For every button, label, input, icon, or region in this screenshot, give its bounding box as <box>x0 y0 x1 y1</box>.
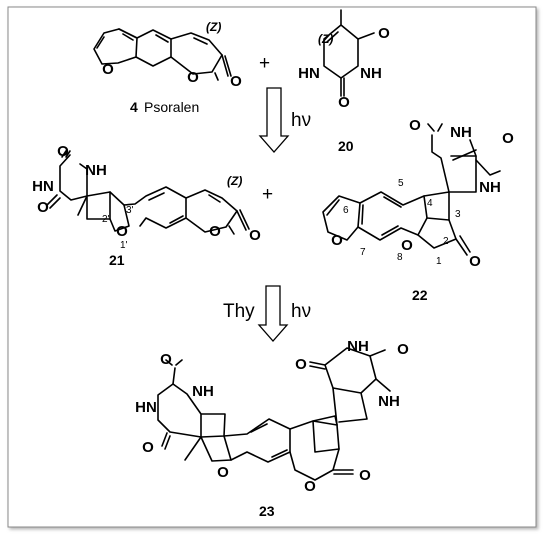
compound-22-number: 22 <box>412 287 428 303</box>
diadduct-23-o-right: O <box>397 341 409 358</box>
arrow-2-reagent: Thy <box>223 301 255 322</box>
thymine-structure: O NH HN O (Z) <box>298 9 390 111</box>
adduct-21-pos-1p: 1' <box>120 240 128 251</box>
diadduct-23-nh-left: NH <box>192 383 214 400</box>
adduct-21-o-left: O <box>37 199 49 216</box>
plus-sign: + <box>259 53 270 74</box>
compound-20-number: 20 <box>338 138 354 154</box>
arrow-down-1 <box>258 87 290 153</box>
compound-4-name: Psoralen <box>144 99 199 115</box>
adduct-21-structure: O NH HN O O O O 3' 2' 1' (Z) <box>32 143 261 251</box>
thymine-z-label: (Z) <box>318 32 333 46</box>
adduct-22-ring-o: O <box>401 237 413 254</box>
diadduct-23-hn-left: HN <box>135 399 157 416</box>
adduct-21-pos-3p: 3' <box>126 205 134 216</box>
compound-23-number: 23 <box>259 503 275 519</box>
diadduct-23-nh-top: NH <box>347 338 369 355</box>
adduct-21-carbonyl-o: O <box>249 227 261 244</box>
adduct-21-hn: HN <box>32 178 54 195</box>
psoralen-z-label: (Z) <box>206 20 221 34</box>
psoralen-carbonyl-o: O <box>230 73 242 90</box>
diadduct-23-carbonyl-o: O <box>359 467 371 484</box>
adduct-21-ring-o: O <box>209 223 221 240</box>
arrow-1-condition: hν <box>291 110 311 131</box>
diadduct-23-o-topright: O <box>295 356 307 373</box>
arrow-2-condition: hν <box>291 301 311 322</box>
adduct-21-nh: NH <box>85 162 107 179</box>
thymine-n1: HN <box>298 65 320 82</box>
figure-border <box>7 6 537 528</box>
arrow-down-2 <box>257 285 289 342</box>
diadduct-23-structure: O NH HN O O O O O NH O NH <box>135 338 409 495</box>
adduct-22-nh-top: NH <box>450 124 472 141</box>
adduct-22-o-top: O <box>409 117 421 134</box>
thymine-n3: NH <box>360 65 382 82</box>
adduct-22-pos-2: 2 <box>443 236 449 247</box>
adduct-22-o-right: O <box>502 130 514 147</box>
diadduct-23-ring-o: O <box>304 478 316 495</box>
thymine-o2: O <box>338 94 350 111</box>
diadduct-23-o-topleft: O <box>160 351 172 368</box>
diadduct-23-furan-o: O <box>217 464 229 481</box>
diadduct-23-o-left: O <box>142 439 154 456</box>
psoralen-furan-o: O <box>102 61 114 78</box>
adduct-21-o-top: O <box>57 143 69 160</box>
adduct-22-pos-1: 1 <box>436 256 442 267</box>
psoralen-ring-o: O <box>187 69 199 86</box>
adduct-22-pos-4: 4 <box>427 198 433 209</box>
adduct-22-structure: O NH O NH O O O 5 6 7 8 4 3 2 1 <box>322 117 514 270</box>
thymine-o4: O <box>378 25 390 42</box>
compound-21-number: 21 <box>109 252 125 268</box>
adduct-22-pos-3: 3 <box>455 209 461 220</box>
diadduct-23-nh-right: NH <box>378 393 400 410</box>
compound-4-number: 4 <box>130 99 138 115</box>
adduct-22-carbonyl-o: O <box>469 253 481 270</box>
adduct-21-furan-o: O <box>116 223 128 240</box>
adduct-21-z-label: (Z) <box>227 174 242 188</box>
adduct-22-pos-5: 5 <box>398 178 404 189</box>
adduct-22-pos-7: 7 <box>360 247 366 258</box>
adduct-21-pos-2p: 2' <box>102 214 110 225</box>
adduct-22-pos-6: 6 <box>343 205 349 216</box>
adduct-22-nh-right: NH <box>479 179 501 196</box>
adduct-22-furan-o: O <box>331 232 343 249</box>
plus-sign-2: + <box>262 184 273 205</box>
adduct-22-pos-8: 8 <box>397 252 403 263</box>
psoralen-structure: O O O (Z) <box>93 20 242 90</box>
